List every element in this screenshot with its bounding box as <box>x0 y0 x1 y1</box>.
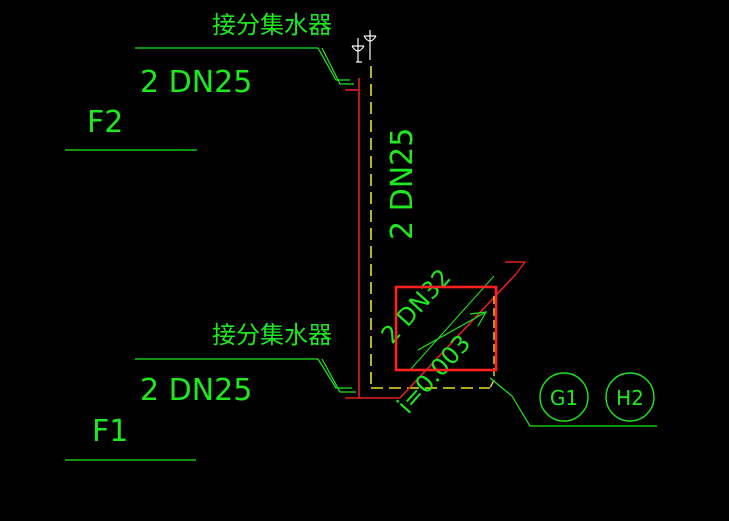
marker-leader-line <box>489 377 657 427</box>
return-diagonal-pipe <box>489 296 495 389</box>
marker-h2-label: H2 <box>616 386 644 410</box>
bottom-leader-tick-2 <box>321 358 356 393</box>
top-valve-icon <box>351 30 377 63</box>
supply-pipe-end-mark <box>505 261 527 275</box>
bottom-leader-tick <box>317 358 352 389</box>
floor-f1-label: F1 <box>92 414 128 449</box>
marker-h2-circle <box>605 372 655 422</box>
diagonal-leader-line <box>409 275 495 371</box>
diagonal-pipe-label: 2 DN32 <box>376 263 457 349</box>
top-pipe-label: 2 DN25 <box>140 65 252 100</box>
top-fitting-label: 接分集水器 <box>212 11 332 39</box>
top-leader-tick-2 <box>321 47 354 85</box>
floor-f2-label: F2 <box>87 105 123 140</box>
riser-pipe-label: 2 DN25 <box>385 128 420 240</box>
highlight-box <box>394 285 498 372</box>
marker-g1-label: G1 <box>550 386 578 410</box>
marker-g1-circle <box>539 372 589 422</box>
bottom-fitting-label: 接分集水器 <box>212 321 332 349</box>
top-leader-tick <box>317 47 350 81</box>
bottom-pipe-label: 2 DN25 <box>140 373 252 408</box>
slope-arrow-icon <box>417 311 488 351</box>
